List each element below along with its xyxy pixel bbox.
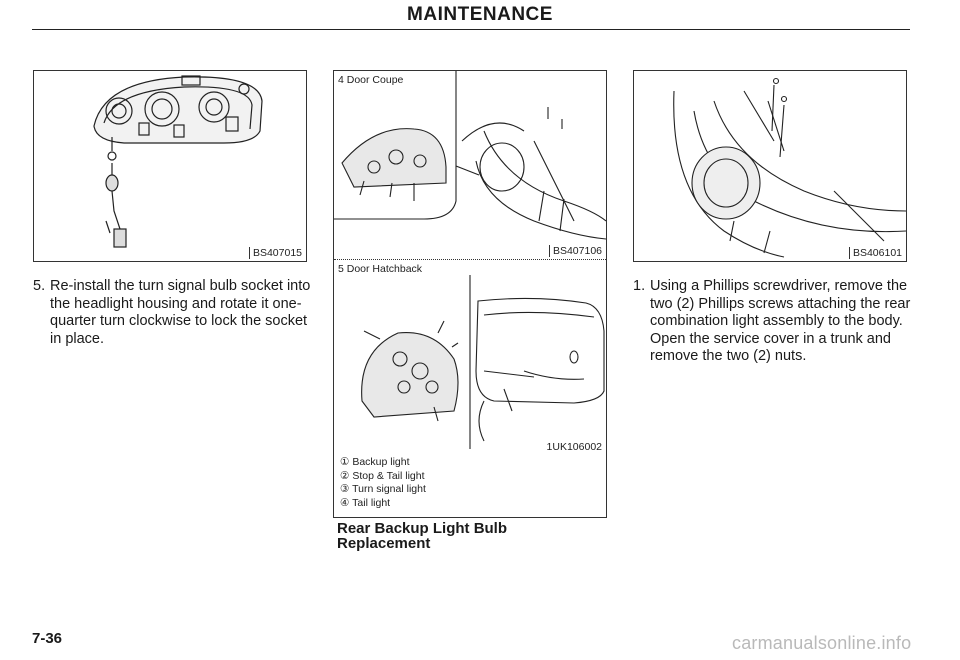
- legend-item: ② Stop & Tail light: [340, 469, 425, 482]
- legend-item: ③ Turn signal light: [340, 483, 426, 495]
- step-1: 1. Using a Phillips screwdriver, remove …: [633, 278, 915, 386]
- trunk-figure: BS406101: [633, 70, 907, 262]
- legend-item: ① Backup light: [340, 456, 410, 468]
- step-5: 5. Re-install the turn signal bulb socke…: [33, 278, 313, 350]
- trunk-figure-code: BS406101: [848, 247, 902, 259]
- rear-light-illustration: [334, 71, 606, 449]
- page-header-title: MAINTENANCE: [407, 4, 553, 25]
- hatchback-panel-code: 1UK106002: [546, 441, 602, 453]
- legend-item: ④ Tail light: [340, 496, 391, 509]
- headlight-illustration: [93, 75, 263, 248]
- headlight-figure: BS407015: [33, 70, 307, 262]
- section-heading: Rear Backup Light Bulb Replacement: [337, 520, 508, 552]
- page-number: 7-36: [32, 630, 63, 647]
- coupe-panel-code: BS407106: [548, 245, 602, 257]
- coupe-panel-label: 4 Door Coupe: [338, 74, 404, 86]
- watermark: carmanualsonline.info: [732, 633, 912, 653]
- hatchback-panel-label: 5 Door Hatchback: [338, 263, 423, 275]
- step-5-text: Re-install the turn signal bulb socket i…: [50, 278, 311, 347]
- panel-separator: [334, 259, 606, 260]
- headlight-figure-code: BS407015: [248, 247, 302, 259]
- step-5-number: 5.: [33, 278, 46, 294]
- header-rule: [32, 29, 910, 30]
- step-1-text: Using a Phillips screwdriver, remove the…: [650, 278, 911, 364]
- trunk-illustration: [673, 77, 906, 258]
- bulb-legend: ① Backup light ② Stop & Tail light ③ Tur…: [340, 456, 426, 510]
- rear-light-figure: 4 Door Coupe BS407106 5 Door Hatchback 1…: [333, 70, 607, 518]
- step-1-number: 1.: [633, 278, 646, 294]
